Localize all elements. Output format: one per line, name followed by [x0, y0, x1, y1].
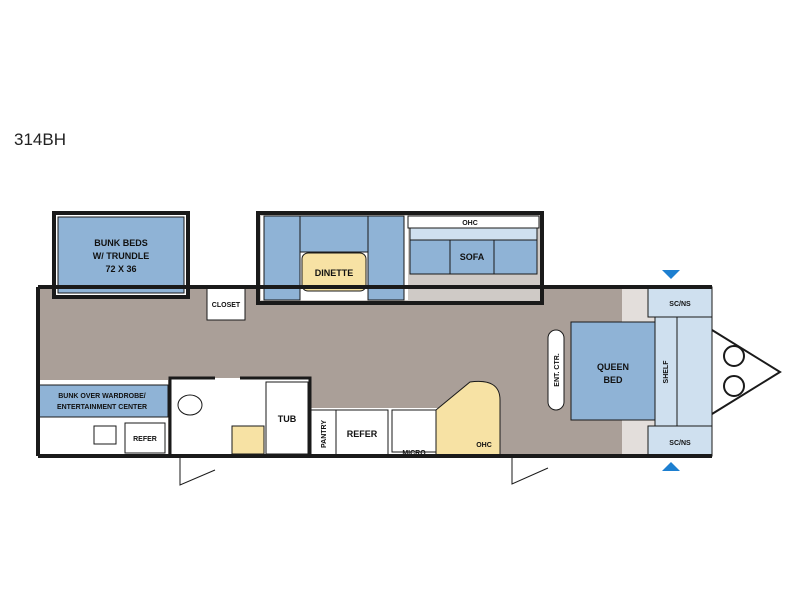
- bunk-beds-label-1: BUNK BEDS: [94, 238, 148, 248]
- bunk-beds-label-2: W/ TRUNDLE: [93, 251, 150, 261]
- bunk-beds-label-3: 72 X 36: [105, 264, 136, 274]
- sc-ns-bottom-box: [647, 425, 713, 457]
- tire-icon: [723, 345, 745, 367]
- queen-bed: [570, 321, 656, 421]
- refer-kitchen-label: REFER: [347, 429, 378, 439]
- sofa-label: SOFA: [460, 252, 485, 262]
- sc-ns-top-label: SC/NS: [669, 301, 691, 308]
- queen-bed-label-1: QUEEN: [597, 362, 629, 372]
- bunk-wardrobe: [37, 384, 169, 418]
- bunk-wardrobe-label-2: ENTERTAINMENT CENTER: [57, 404, 147, 411]
- nightstand: [676, 316, 713, 427]
- bunk-wardrobe-label-1: BUNK OVER WARDROBE/: [58, 393, 146, 400]
- sofa-back: [409, 227, 538, 241]
- sofa-seat-left: [409, 239, 451, 275]
- door-swing-icon: [179, 456, 216, 486]
- ohc-top-label: OHC: [462, 220, 478, 227]
- hitch-icon: [711, 329, 782, 415]
- sc-ns-top-box: [647, 286, 713, 318]
- bathroom-wall: [168, 376, 312, 456]
- queen-bed-label-2: BED: [603, 375, 623, 385]
- dinette-label: DINETTE: [315, 268, 354, 278]
- dinette-back-panel: [299, 215, 369, 253]
- pantry-label: PANTRY: [321, 420, 328, 448]
- closet: [206, 286, 246, 321]
- micro-label: MICRO: [402, 450, 426, 457]
- sofa-seat-right: [493, 239, 538, 275]
- tub-label: TUB: [278, 414, 297, 424]
- ent-center: [547, 329, 565, 411]
- bath-sink: [231, 425, 265, 455]
- refer-left: [124, 422, 166, 454]
- refer-left-label: REFER: [133, 436, 157, 443]
- slide-out-arrow-icon: [662, 462, 680, 471]
- ent-ctr-label: ENT. CTR.: [554, 353, 561, 387]
- model-title: 314BH: [14, 130, 66, 149]
- door-swing-icon: [511, 456, 549, 485]
- pantry: [309, 409, 337, 457]
- sc-ns-bottom-label: SC/NS: [669, 440, 691, 447]
- sink-icon: [93, 425, 117, 445]
- sofa-seat-center: [449, 239, 495, 275]
- toilet-icon: [177, 394, 203, 416]
- ohc-kitchen-label: OHC: [476, 442, 492, 449]
- dinette-table: [301, 252, 367, 292]
- slide-out-arrow-icon: [662, 270, 680, 279]
- outer-wall: [36, 285, 712, 458]
- refer-kitchen: [335, 409, 389, 457]
- bunk-beds: [57, 216, 185, 294]
- tire-icon: [723, 375, 745, 397]
- kitchen-counter: [435, 380, 501, 457]
- shelf-label: SHELF: [663, 360, 670, 384]
- closet-label: CLOSET: [212, 302, 241, 309]
- stove-icon: [391, 409, 437, 453]
